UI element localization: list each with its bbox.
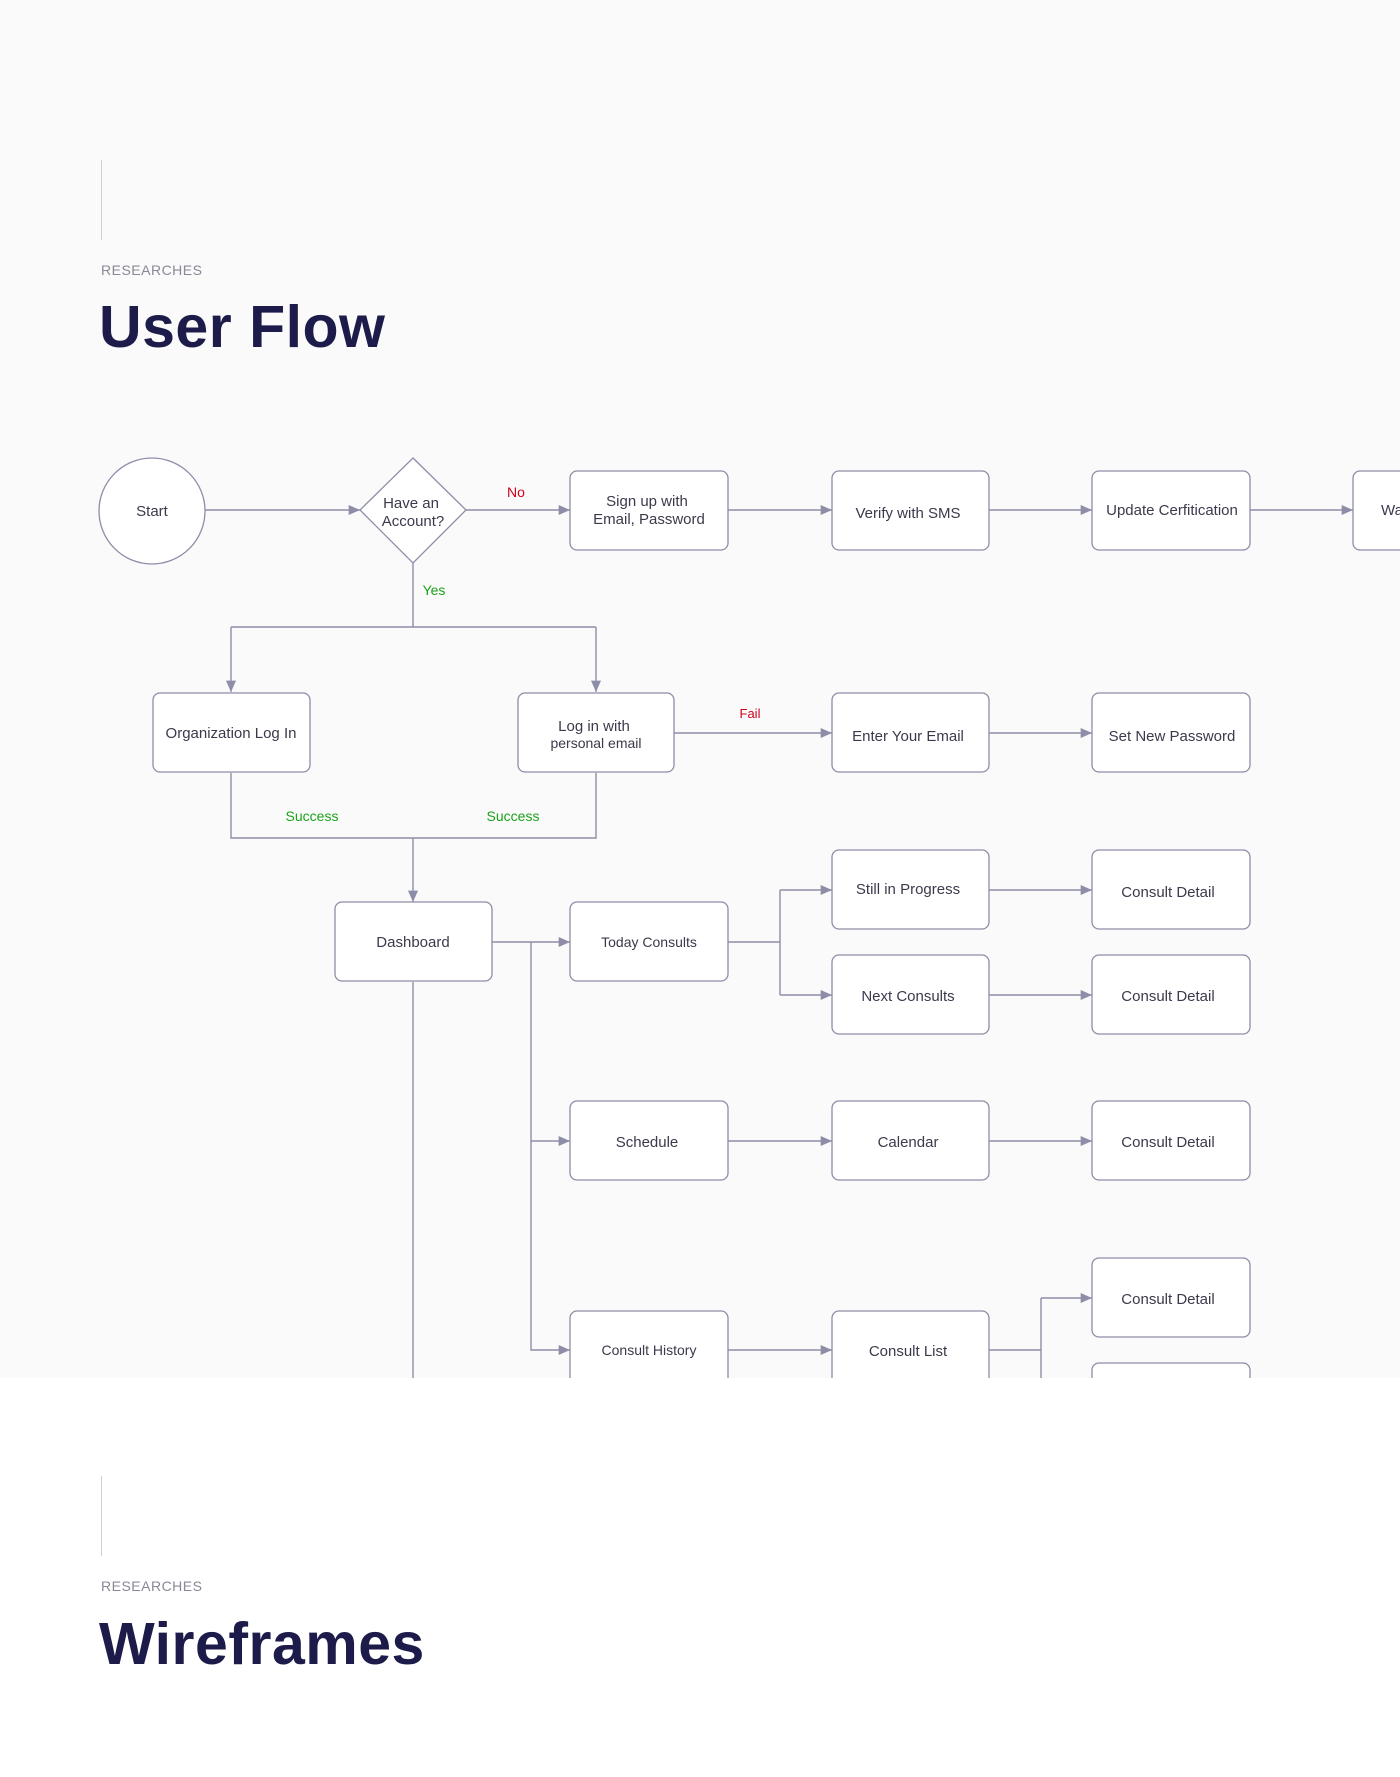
edge-label-success-org: Success [286, 808, 339, 824]
node-label-consult-list: Consult List [869, 1343, 948, 1360]
node-today-consults [569, 901, 729, 982]
node-label-verify-sms: Verify with SMS [855, 505, 960, 522]
node-label-consult-detail-2: Consult Detail [1121, 988, 1214, 1005]
node-signup [569, 470, 729, 551]
node-label-consult-detail-1: Consult Detail [1121, 884, 1214, 901]
node-label-signup-line1: Sign up with [606, 493, 688, 510]
node-label-set-password: Set New Password [1109, 728, 1236, 745]
node-label-still-progress: Still in Progress [856, 881, 960, 898]
edge-label-no: No [507, 484, 525, 500]
section-accent-line [101, 160, 102, 240]
node-label-today-consults: Today Consults [601, 934, 697, 950]
edge-org-success [230, 773, 597, 839]
node-personal-login [517, 692, 675, 773]
node-label-schedule: Schedule [616, 1134, 679, 1151]
node-label-consult-detail-3: Consult Detail [1121, 1134, 1214, 1151]
node-label-consult-detail-4: Consult Detail [1121, 1291, 1214, 1308]
section-eyebrow: RESEARCHES [101, 1578, 203, 1594]
node-label-decision-line2: Account? [382, 513, 445, 530]
node-start [98, 457, 206, 565]
node-consult-detail-5 [1091, 1362, 1251, 1378]
user-flow-diagram: Start Have an Account? Sign up with Emai… [98, 457, 1400, 1378]
edge-label-yes: Yes [423, 582, 446, 598]
node-set-password [1091, 692, 1251, 773]
section-title-wireframes: Wireframes [99, 1611, 425, 1677]
node-label-dashboard: Dashboard [376, 934, 449, 951]
user-flow-panel: RESEARCHES User Flow [98, 160, 1400, 1378]
edge-label-fail: Fail [740, 706, 761, 721]
node-label-update-cert: Update Cerfitication [1106, 502, 1238, 519]
node-consult-history [569, 1310, 729, 1378]
node-label-decision-line1: Have an [383, 495, 439, 512]
node-next-consults [831, 954, 990, 1035]
node-label-org-login: Organization Log In [166, 725, 297, 742]
node-schedule [569, 1100, 729, 1181]
node-label-signup-line2: Email, Password [593, 511, 705, 528]
node-label-consult-history: Consult History [602, 1342, 697, 1358]
node-label-calendar: Calendar [878, 1134, 939, 1151]
node-label-start: Start [136, 503, 169, 520]
node-calendar [831, 1100, 990, 1181]
node-decision-have-account [359, 457, 467, 564]
node-consult-detail-3 [1091, 1100, 1251, 1181]
section-accent-line [101, 1476, 102, 1556]
node-label-next-consults: Next Consults [861, 988, 954, 1005]
section-eyebrow: RESEARCHES [101, 262, 203, 278]
node-verify-sms [831, 470, 990, 551]
node-org-login [152, 692, 311, 773]
edge-dashboard-trunk [530, 942, 570, 1356]
wireframes-panel: RESEARCHES Wireframes [0, 1378, 1400, 1777]
node-enter-email [831, 692, 990, 773]
node-still-progress [831, 849, 990, 930]
node-update-cert [1091, 470, 1251, 551]
node-label-next-partial: Wa [1381, 502, 1400, 519]
node-next-partial [1352, 470, 1400, 551]
node-consult-detail-2 [1091, 954, 1251, 1035]
node-label-personal-login-line2: personal email [550, 735, 641, 751]
node-label-personal-login-line1: Log in with [558, 718, 630, 735]
node-consult-detail-4 [1091, 1257, 1251, 1338]
node-consult-detail-1 [1091, 849, 1251, 930]
node-consult-list [831, 1310, 990, 1378]
node-dashboard [334, 901, 493, 982]
node-label-enter-email: Enter Your Email [852, 728, 964, 745]
section-title-user-flow: User Flow [99, 294, 386, 360]
edge-label-success-personal: Success [487, 808, 540, 824]
